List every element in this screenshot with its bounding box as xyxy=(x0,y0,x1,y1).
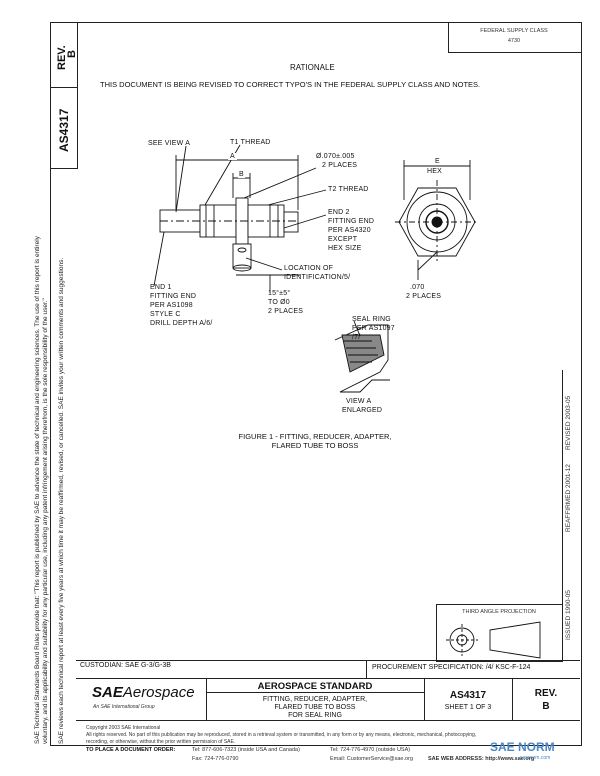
footer-fax: Fax: 724-776-0790 xyxy=(192,756,239,762)
callout-end2-l3: PER AS4320 xyxy=(328,227,371,234)
callout-hex-label: HEX xyxy=(427,168,442,175)
callout-t1-thread: T1 THREAD xyxy=(230,139,271,146)
callout-hole-places: 2 PLACES xyxy=(322,162,358,169)
title-block-top-border xyxy=(76,678,580,679)
projection-box xyxy=(436,604,563,662)
callout-hex-e: E xyxy=(433,158,442,165)
rev-box-divider xyxy=(50,87,77,88)
title-block-rev-label: REV. xyxy=(534,688,558,699)
callout-view-l1: VIEW A xyxy=(346,398,372,405)
figure-caption-line1: FIGURE 1 - FITTING, REDUCER, ADAPTER, xyxy=(238,432,392,441)
callout-location-l2: IDENTIFICATION/5/ xyxy=(284,274,351,281)
page-border xyxy=(50,22,582,746)
footer-rights-line2: recording, or otherwise, without the pri… xyxy=(86,739,236,745)
callout-angle-l2: TO Ø0 xyxy=(268,299,290,306)
projection-label: THIRD ANGLE PROJECTION xyxy=(462,609,536,615)
sae-logo-aerospace: Aerospace xyxy=(122,684,195,701)
left-header-column xyxy=(50,22,78,169)
callout-dim-070-places: 2 PLACES xyxy=(406,293,442,300)
callout-seal-l3: /7/ xyxy=(352,334,361,341)
callout-dim-a: A xyxy=(228,153,237,160)
federal-supply-class-box xyxy=(448,22,581,53)
footer-tel-usa: Tel: 877-606-7323 (inside USA and Canada… xyxy=(192,747,300,753)
sheet-number: SHEET 1 OF 3 xyxy=(444,704,492,711)
document-title-line2: FLARED TUBE TO BOSS xyxy=(274,704,356,711)
watermark-url: saenorm.com xyxy=(520,755,551,761)
document-title-line1: FITTING, REDUCER, ADAPTER, xyxy=(262,696,368,703)
aerospace-standard-title: AEROSPACE STANDARD xyxy=(257,681,373,692)
callout-angle-l3: 2 PLACES xyxy=(268,308,304,315)
title-block-divider-2 xyxy=(424,678,425,720)
footer-order-label: TO PLACE A DOCUMENT ORDER: xyxy=(86,747,176,753)
title-block-standard-underline xyxy=(206,692,424,693)
callout-end1-l1: END 1 xyxy=(150,284,172,291)
callout-seal-l1: SEAL RING xyxy=(352,316,391,323)
rationale-text: THIS DOCUMENT IS BEING REVISED TO CORREC… xyxy=(100,80,481,89)
document-title-line3: FOR SEAL RING xyxy=(288,712,342,719)
title-block-doc-number: AS4317 xyxy=(449,690,487,701)
callout-see-view: SEE VIEW A xyxy=(148,140,191,147)
footer-tel-outside: Tel: 724-776-4970 (outside USA) xyxy=(330,747,411,753)
callout-end2-l4: EXCEPT xyxy=(328,236,358,243)
footer-rights-line1: All rights reserved. No part of this pub… xyxy=(86,732,477,738)
callout-end2-l2: FITTING END xyxy=(328,218,375,225)
title-block-divider-1 xyxy=(206,678,207,720)
callout-location-l1: LOCATION OF xyxy=(284,265,334,272)
callout-t2-thread: T2 THREAD xyxy=(328,186,369,193)
figure-caption-line2: FLARED TUBE TO BOSS xyxy=(271,441,359,450)
federal-supply-class-label: FEDERAL SUPPLY CLASS xyxy=(480,28,548,34)
rationale-title: RATIONALE xyxy=(290,63,335,72)
callout-view-l2: ENLARGED xyxy=(342,407,383,414)
title-block-divider-3 xyxy=(512,678,513,720)
callout-seal-l2: PER AS1097 xyxy=(352,325,395,332)
sae-logo-text: SAEAerospace xyxy=(92,684,195,701)
procurement-divider xyxy=(366,660,367,678)
callout-end2-l5: HEX SIZE xyxy=(328,245,362,252)
footer-web[interactable]: SAE WEB ADDRESS: http://www.sae.org xyxy=(428,756,535,762)
custodian-row-top-border xyxy=(76,660,580,661)
footer-copyright: Copyright 2003 SAE International xyxy=(86,725,161,731)
title-block-bottom-border xyxy=(76,720,580,721)
callout-end1-l5: DRILL DEPTH A/6/ xyxy=(150,320,213,327)
callout-end2-l1: END 2 xyxy=(328,209,350,216)
sae-logo-tagline: An SAE International Group xyxy=(93,704,155,710)
callout-dim-b: B xyxy=(238,171,245,178)
federal-supply-class-value: 4730 xyxy=(507,38,521,44)
callout-end1-l4: STYLE C xyxy=(150,311,181,318)
callout-end1-l2: FITTING END xyxy=(150,293,197,300)
callout-dim-070: .070 xyxy=(410,284,425,291)
procurement-spec: PROCUREMENT SPECIFICATION: /4/ KSC-F-124 xyxy=(372,664,531,671)
right-strip-divider xyxy=(562,370,563,660)
callout-hole: Ø.070±.005 xyxy=(316,153,355,160)
watermark-logo: SAE NORM xyxy=(490,740,555,754)
footer-email: Email: CustomerService@sae.org xyxy=(330,756,413,762)
sae-logo-mark: SAE xyxy=(92,684,123,701)
watermark-text: SAE NORM xyxy=(490,740,555,754)
callout-end1-l3: PER AS1098 xyxy=(150,302,193,309)
title-block-rev-value: B xyxy=(542,701,550,712)
callout-angle-l1: 15°±5° xyxy=(268,290,291,297)
custodian: CUSTODIAN: SAE G-3/G-3B xyxy=(80,662,171,669)
